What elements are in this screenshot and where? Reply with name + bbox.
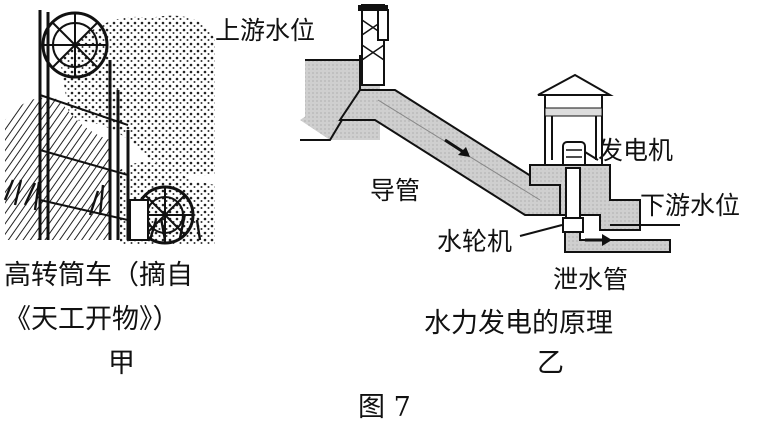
caption-left-line1: 高转筒车（摘自	[4, 262, 193, 289]
water-wheel-upper	[43, 13, 107, 77]
caption-right: 水力发电的原理	[424, 310, 613, 337]
label-penstock: 导管	[370, 178, 420, 203]
hydro-plant-diagram	[300, 5, 680, 252]
figure-caption: 图 7	[358, 394, 411, 421]
intake-tower	[358, 5, 388, 85]
label-generator: 发电机	[598, 138, 673, 163]
tailrace-pipe	[565, 232, 670, 252]
label-turbine: 水轮机	[437, 229, 512, 254]
label-tailrace: 泄水管	[553, 267, 628, 292]
label-upstream-water-level: 上游水位	[215, 18, 315, 43]
tag-right: 乙	[537, 350, 564, 377]
caption-left-line2: 《天工开物》）	[4, 306, 180, 333]
label-downstream-water-level: 下游水位	[640, 193, 740, 218]
turbine-unit	[563, 218, 583, 232]
tag-left: 甲	[108, 350, 135, 377]
